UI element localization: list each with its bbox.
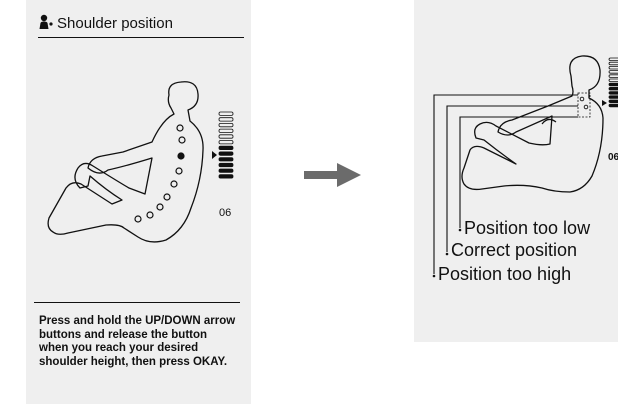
level-bar-filled — [608, 99, 618, 103]
roller-dot — [583, 104, 589, 110]
roller-dot — [176, 124, 184, 132]
level-bar-empty — [218, 134, 234, 139]
massage-chair-figure: 06 — [47, 81, 234, 243]
roller-dot — [146, 211, 154, 219]
screen-title: Shoulder position — [57, 15, 173, 32]
level-bar-filled — [608, 82, 618, 87]
right-arrow-icon — [304, 163, 361, 187]
roller-dot — [170, 180, 178, 188]
level-bar-empty — [218, 128, 234, 133]
roller-dot — [178, 136, 186, 144]
instruction-text: Press and hold the UP/DOWN arrow buttons… — [39, 315, 236, 368]
person-icon — [39, 14, 53, 29]
level-bar-filled — [218, 145, 234, 150]
guide-line-too-low — [459, 116, 578, 228]
shoulder-roller-marker — [577, 92, 591, 118]
label-too-high: Position too high — [438, 264, 571, 284]
roller-dot — [175, 167, 183, 175]
level-bar-empty — [218, 111, 234, 116]
shoulder-position-detail: 06 Position too low Correct position Pos… — [414, 0, 618, 342]
level-pointer-icon — [212, 151, 217, 159]
shoulder-level-indicator — [608, 57, 618, 108]
level-bar-empty — [608, 57, 618, 61]
roller-dot — [156, 203, 164, 211]
level-bar-empty — [218, 140, 234, 145]
seated-body-outline — [47, 81, 204, 243]
roller-dot — [163, 193, 171, 201]
level-bar-empty — [218, 123, 234, 128]
level-bar-filled — [608, 87, 618, 91]
screen-header: Shoulder position — [38, 14, 244, 38]
level-bar-filled — [608, 103, 618, 108]
level-bar-filled — [218, 174, 234, 179]
level-bar-empty — [608, 70, 618, 74]
level-value: 06 — [608, 152, 618, 163]
divider — [34, 302, 240, 303]
level-value: 06 — [219, 207, 231, 219]
level-bar-empty — [608, 74, 618, 78]
level-bar-empty — [608, 78, 618, 82]
roller-dot — [134, 215, 142, 223]
level-bar-empty — [608, 61, 618, 66]
shoulder-position-screen: Shoulder position 06 Press and hold the … — [26, 0, 251, 404]
position-guide-figure: 06 Position too low Correct position Pos… — [432, 55, 618, 284]
guide-line-correct — [446, 105, 578, 252]
level-bar-filled — [218, 162, 234, 168]
seated-body-outline — [461, 55, 604, 193]
level-bar-empty — [608, 66, 618, 70]
level-bar-filled — [218, 151, 234, 156]
level-bar-filled — [218, 168, 234, 173]
level-bar-filled — [608, 95, 618, 99]
level-bar-empty — [218, 117, 234, 122]
guide-line-too-high — [433, 94, 578, 274]
label-correct: Correct position — [451, 240, 577, 260]
level-bar-filled — [608, 91, 618, 95]
label-too-low: Position too low — [464, 218, 591, 238]
level-bar-filled — [218, 157, 234, 162]
shoulder-roller-position-dot — [177, 152, 185, 160]
shoulder-level-indicator — [218, 111, 234, 179]
roller-dot — [579, 96, 585, 102]
level-pointer-icon — [602, 100, 607, 106]
